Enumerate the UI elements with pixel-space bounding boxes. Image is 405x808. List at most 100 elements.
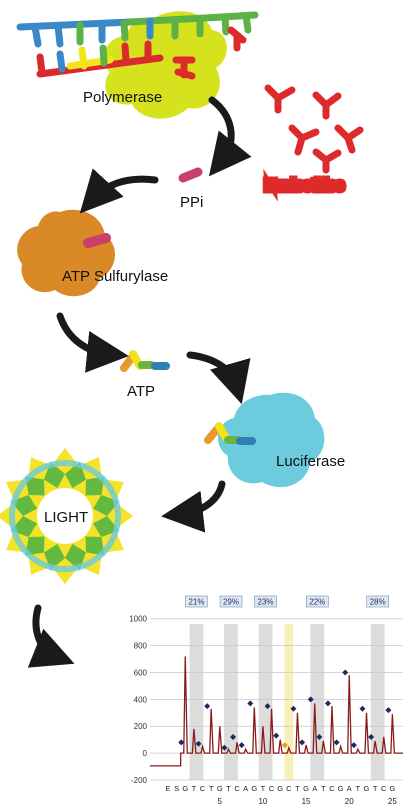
chart-y-tick-label: 0 [143, 749, 148, 758]
chart-marker [316, 734, 323, 741]
chart-sequence-letter: A [347, 784, 352, 793]
chart-marker [368, 734, 375, 741]
chart-sequence-letter: A [243, 784, 248, 793]
chart-y-tick-label: 400 [134, 695, 148, 704]
chart-sequence-letter: C [381, 784, 387, 793]
chart-band [370, 624, 385, 780]
chart-x-axis: 5 10 15 20 25 [218, 797, 398, 806]
polymerase-label: Polymerase [83, 89, 162, 106]
nucleotide [312, 91, 342, 120]
chart-trace-line [150, 656, 403, 767]
chart-marker [333, 739, 340, 746]
chart-percent-label: 22% [309, 598, 325, 607]
sulfurylase-blob [17, 209, 116, 297]
chart-x-tick-label: 10 [258, 797, 267, 806]
chart-marker [247, 700, 254, 707]
nucleotides-label: Nucleotides [265, 177, 343, 194]
chart-sequence-letter: C [329, 784, 335, 793]
chart-sequence-letter: T [261, 784, 266, 793]
arrow-ppi-to-sulfurylase [79, 168, 159, 214]
chart-percent-box [366, 595, 390, 608]
chart-percent-box [219, 595, 243, 608]
sulfurylase-group: ATP Sulfurylase [17, 209, 168, 297]
luciferase-label: Luciferase [276, 453, 345, 470]
chart-marker [273, 732, 280, 739]
ppi-label: PPi [180, 194, 203, 211]
chart-sequence-letter: G [303, 784, 309, 793]
chart-sequence-letter: C [286, 784, 292, 793]
chart-sequence-letter: G [217, 784, 223, 793]
chart-sequence-letter: T [295, 784, 300, 793]
chart-marker [204, 703, 211, 710]
chart-sequence-letter: C [269, 784, 275, 793]
chart-sequence-letter: G [182, 784, 188, 793]
nucleotide [288, 124, 320, 156]
arrow-luciferase-to-light [161, 480, 226, 533]
chart-marker [385, 707, 392, 714]
flow-arrows [27, 96, 252, 668]
chart-percent-box [185, 595, 208, 608]
chart-sequence-letter: A [312, 784, 317, 793]
chart-markers [178, 669, 392, 751]
atp-group: ATP [120, 350, 170, 400]
light-center [37, 488, 93, 544]
chart-sequence-letter: G [389, 784, 395, 793]
chart-percent-box [254, 595, 277, 608]
atp-label: ATP [127, 383, 155, 400]
nucleotide [227, 26, 247, 52]
arrow-light-to-chart [27, 604, 75, 668]
nucleotides-group: Nucleotides [172, 26, 364, 198]
ppi-molecule [178, 167, 203, 183]
chart-marker [281, 742, 288, 749]
ppi-bound [83, 233, 111, 248]
chart-sequence-letter: T [356, 784, 361, 793]
arrow-sulfurylase-to-atp [56, 312, 129, 373]
chart-sequence-letter: G [364, 784, 370, 793]
chart-marker [299, 739, 306, 746]
chart-band [310, 624, 325, 780]
chart-sequence-letter: T [209, 784, 214, 793]
chart-marker [178, 739, 185, 746]
luciferase-group: Luciferase [204, 392, 345, 488]
chart-marker [230, 734, 237, 741]
sulfurylase-label: ATP Sulfurylase [62, 268, 168, 285]
chart-percent-box [305, 595, 329, 608]
chart-band-highlight [284, 624, 294, 780]
dna-strand [16, 11, 259, 78]
chart-marker [195, 740, 202, 747]
chart-x-tick-label: 25 [388, 797, 397, 806]
light-group: LIGHT [0, 448, 133, 584]
chart-x-tick-label: 15 [302, 797, 311, 806]
nucleotide [334, 124, 364, 154]
chart-sequence-letter: T [321, 784, 326, 793]
chart-sequence-letter: G [251, 784, 257, 793]
atp-bound [204, 422, 256, 445]
chart-marker [342, 669, 349, 676]
chart-y-tick-label: 600 [134, 668, 148, 677]
chart-sequence-letter: E [165, 784, 170, 793]
polymerase-group: Polymerase [83, 11, 227, 119]
chart-sequence-letter: C [200, 784, 206, 793]
chart-marker [264, 703, 271, 710]
chart-x-tick-label: 5 [218, 797, 223, 806]
chart-band [258, 624, 273, 780]
chart-x-tick-label: 20 [345, 797, 354, 806]
chart-band [189, 624, 204, 780]
chart-marker [307, 696, 314, 703]
light-blue-ring [9, 460, 121, 572]
chart-marker [359, 705, 366, 712]
chart-percent-label: 29% [223, 598, 239, 607]
ppi-group: PPi [178, 167, 203, 211]
arrow-polymerase-to-ppi [208, 96, 252, 177]
chart-marker [290, 705, 297, 712]
arrow-atp-to-luciferase [186, 351, 251, 405]
chart-sequence-letter: T [226, 784, 231, 793]
chart-sequence-letter: G [338, 784, 344, 793]
nucleotide [264, 84, 296, 114]
chart-percent-label: 23% [258, 598, 274, 607]
nucleotide [174, 68, 196, 80]
